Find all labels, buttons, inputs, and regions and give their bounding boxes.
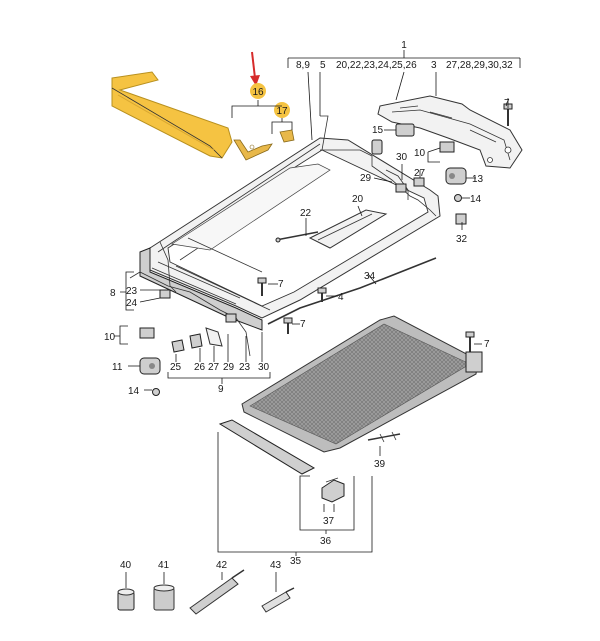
label-42: 42 xyxy=(216,560,228,571)
label-29-left: 29 xyxy=(223,362,235,373)
blind-guide-rail[interactable] xyxy=(218,419,316,475)
label-23-left: 23 xyxy=(126,286,138,297)
drive-cable-22[interactable] xyxy=(275,231,319,241)
clip-32[interactable] xyxy=(455,213,467,225)
seal-strip-34[interactable] xyxy=(267,257,437,325)
label-14-left: 14 xyxy=(128,386,140,397)
leader-lines-bottom xyxy=(125,572,277,592)
part-40-cap[interactable] xyxy=(117,588,135,611)
deflector-bracket-highlight[interactable] xyxy=(233,129,295,161)
label-3: 3 xyxy=(431,60,437,71)
connector-27r[interactable] xyxy=(413,177,425,187)
label-13: 13 xyxy=(472,174,484,185)
leader-lines xyxy=(114,50,521,556)
label-30-right: 30 xyxy=(396,152,408,163)
label-27-right: 27 xyxy=(414,168,426,179)
screw-7-mid[interactable] xyxy=(257,277,267,296)
label-4: 4 xyxy=(338,292,344,303)
label-7-mid: 7 xyxy=(278,279,284,290)
motor-11[interactable] xyxy=(139,357,161,375)
label-9: 9 xyxy=(218,384,224,395)
label-27-32: 27,28,29,30,32 xyxy=(446,60,513,71)
clip-26[interactable] xyxy=(189,333,203,349)
label-25: 25 xyxy=(170,362,182,373)
label-41: 41 xyxy=(158,560,170,571)
label-1: 1 xyxy=(401,40,407,51)
clip-25[interactable] xyxy=(171,339,185,353)
sunroof-frame[interactable] xyxy=(139,137,441,331)
label-30-bottom: 30 xyxy=(258,362,270,373)
connector-24[interactable] xyxy=(159,289,171,299)
drain-tube xyxy=(320,115,329,151)
connector-30r[interactable] xyxy=(395,183,407,193)
label-34: 34 xyxy=(364,271,376,282)
guide-rail-20[interactable] xyxy=(308,209,388,249)
label-29-right: 29 xyxy=(360,173,372,184)
part-41-can[interactable] xyxy=(153,584,175,611)
label-20: 20 xyxy=(352,194,364,205)
label-37: 37 xyxy=(323,516,335,527)
screw-14-left[interactable] xyxy=(152,388,160,396)
label-14-right: 14 xyxy=(470,194,482,205)
wind-deflector-highlight[interactable] xyxy=(111,71,233,159)
screw-7-lower[interactable] xyxy=(283,317,293,334)
label-11: 11 xyxy=(112,362,123,373)
label-24: 24 xyxy=(126,298,138,309)
label-15: 15 xyxy=(372,125,384,136)
label-27-left: 27 xyxy=(208,362,220,373)
part-42-cartridge[interactable] xyxy=(189,569,245,615)
label-8-9: 8,9 xyxy=(296,60,310,71)
screw-7-blind[interactable] xyxy=(465,331,475,352)
label-17: 17 xyxy=(276,106,288,117)
label-32: 32 xyxy=(456,234,468,245)
label-26: 26 xyxy=(194,362,206,373)
callout-16-highlight xyxy=(250,83,266,99)
roller-blind[interactable] xyxy=(241,315,483,453)
screw-14-right[interactable] xyxy=(454,194,462,202)
label-35: 35 xyxy=(290,556,302,567)
label-10-right: 10 xyxy=(414,148,426,159)
bracket-10l[interactable] xyxy=(139,327,155,339)
control-unit-15[interactable] xyxy=(395,123,415,137)
connector-23[interactable] xyxy=(225,313,237,323)
red-arrow-icon xyxy=(250,51,260,86)
label-7-blind: 7 xyxy=(484,339,490,350)
label-5: 5 xyxy=(320,60,326,71)
label-16: 16 xyxy=(252,87,264,98)
label-22: 22 xyxy=(300,208,312,219)
motor-13[interactable] xyxy=(445,167,467,185)
rear-motor-housing[interactable] xyxy=(377,95,523,169)
label-7-top: 7 xyxy=(504,98,510,109)
label-8: 8 xyxy=(110,288,116,299)
cable-harness-right[interactable] xyxy=(320,149,437,217)
label-20-26: 20,22,23,24,25,26 xyxy=(336,60,417,71)
cable-harness-left[interactable] xyxy=(129,271,251,357)
label-43: 43 xyxy=(270,560,282,571)
part-39[interactable] xyxy=(367,433,401,441)
part-43-tube[interactable] xyxy=(261,587,295,613)
label-36: 36 xyxy=(320,536,332,547)
label-23-bottom: 23 xyxy=(239,362,251,373)
cable-harness-front xyxy=(187,237,263,273)
label-40: 40 xyxy=(120,560,132,571)
label-10-left: 10 xyxy=(104,332,116,343)
grommet-27[interactable] xyxy=(205,327,223,347)
label-7-lower: 7 xyxy=(300,319,306,330)
label-39: 39 xyxy=(374,459,386,470)
bracket-10r[interactable] xyxy=(439,141,455,153)
bracket-37[interactable] xyxy=(321,477,345,503)
callouts: 1 8,9 5 20,22,23,24,25,26 3 27,28,29,30,… xyxy=(104,40,513,571)
